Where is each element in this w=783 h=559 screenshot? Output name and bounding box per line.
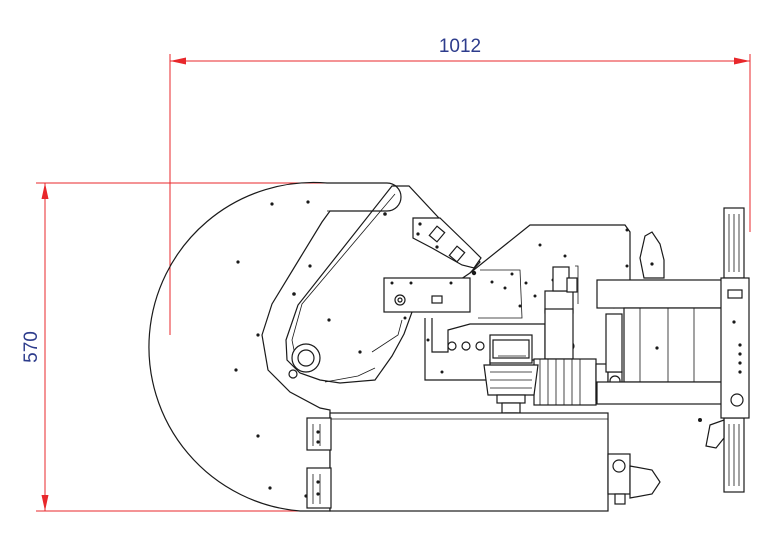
- lower-housing: [306, 412, 661, 512]
- height-dimension: 570: [21, 182, 345, 512]
- arm-pivot: [291, 343, 321, 373]
- width-dimension-label: 1012: [439, 36, 481, 57]
- rotary-disc: [148, 181, 402, 512]
- width-dimension: 1012: [169, 36, 751, 335]
- height-dimension-label: 570: [21, 331, 42, 363]
- guide-block: [544, 265, 579, 360]
- cylinder-nozzle: [483, 334, 539, 422]
- handle-column: [698, 207, 750, 493]
- height-arrow-bottom: [41, 495, 49, 511]
- width-arrow-left: [170, 57, 186, 65]
- clamp-bracket: [412, 217, 482, 276]
- height-arrow-top: [41, 183, 49, 199]
- machine: [148, 181, 750, 512]
- swing-arm: [285, 185, 481, 384]
- cylinder-assembly: [596, 231, 728, 405]
- width-arrow-right: [734, 57, 750, 65]
- main-plate: [383, 224, 631, 320]
